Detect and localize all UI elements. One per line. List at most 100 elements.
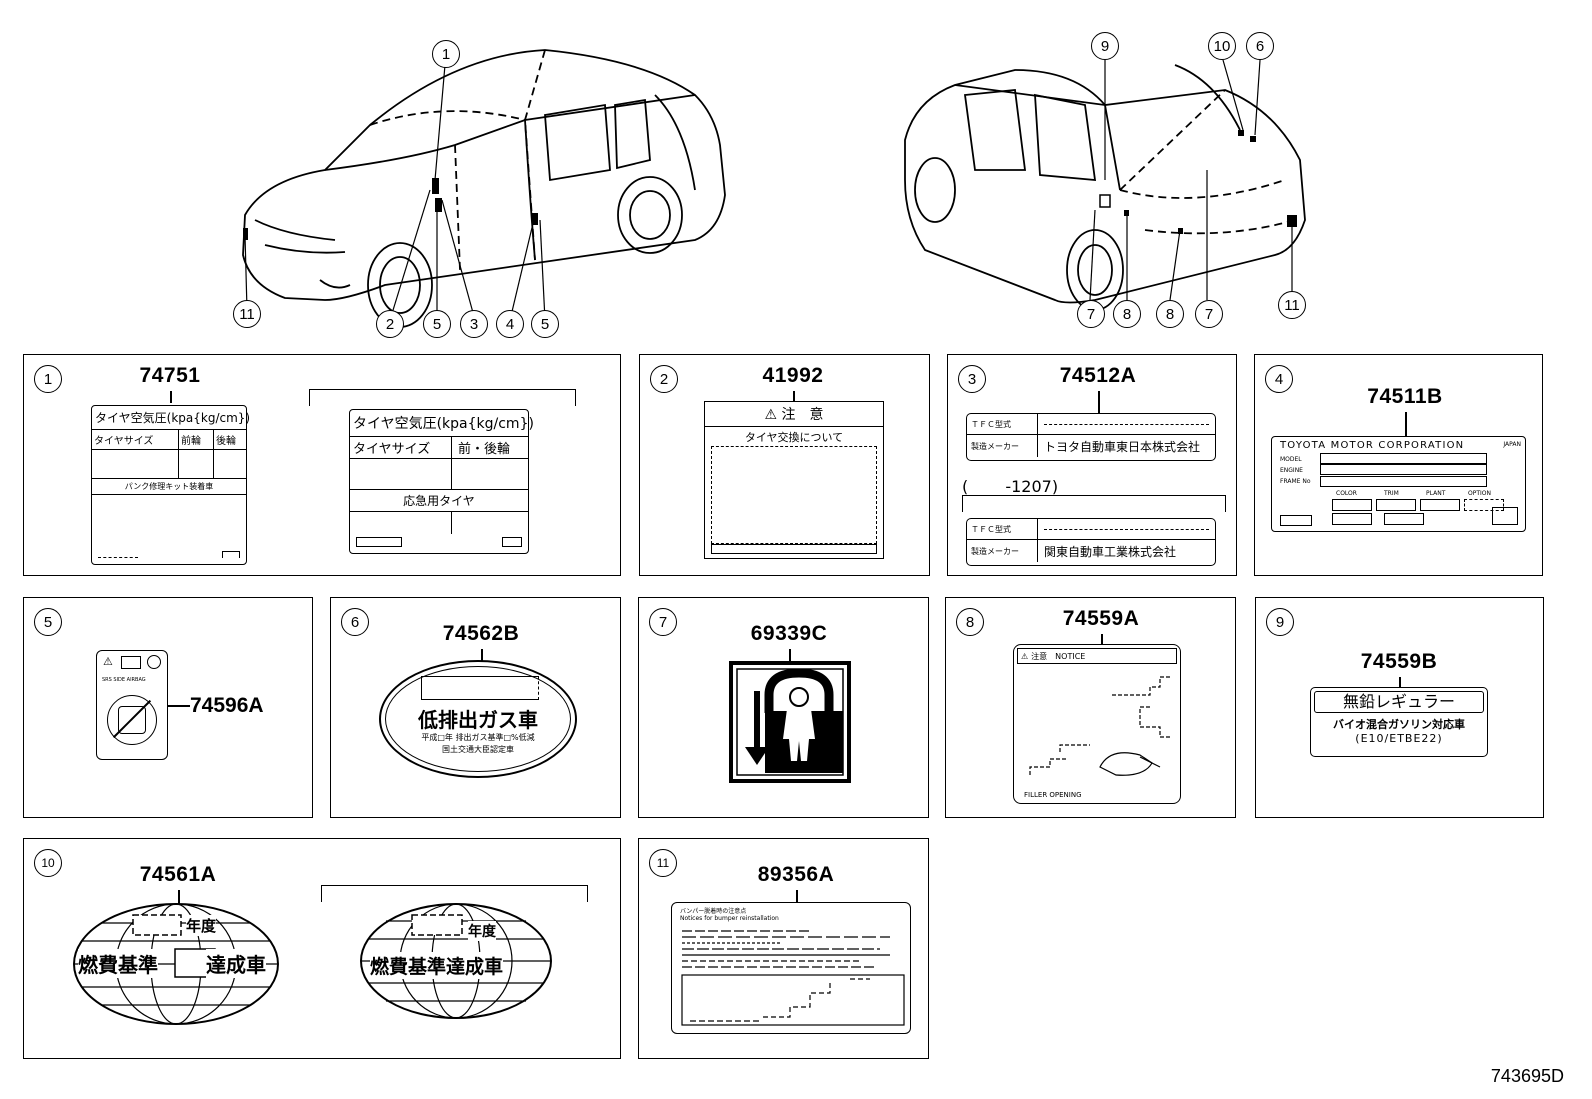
company-name: TOYOTA MOTOR CORPORATION [1280,440,1465,451]
callout-2: 2 [376,310,404,338]
callout-11: 11 [1278,291,1306,319]
maker-name: 関東自動車工業株式会社 [1044,544,1177,559]
tfc-label-b: ＴＦＣ型式 製造メーカー 関東自動車工業株式会社 [966,518,1216,566]
row-model: MODEL [1280,456,1302,463]
country: JAPAN [1503,441,1521,448]
fuel-economy-emblem-a [73,903,279,1025]
callout-10: 10 [1208,32,1236,60]
panel-number: 10 [34,849,62,877]
part-number: 74559A [1062,607,1140,630]
caution-header: ⚠ 注 意 [705,402,883,427]
row-frame: FRAME No [1280,478,1311,485]
spare-tire-row: 応急用タイヤ [350,490,528,512]
panel-number: 6 [341,608,369,636]
part-number: 74559B [1360,650,1438,673]
col-trim: TRIM [1384,490,1399,497]
low-emission-label: 低排出ガス車 平成□年 排出ガス基準□%低減 国土交通大臣認定車 [379,660,577,778]
unleaded-fuel-label: 無鉛レギュラー バイオ混合ガソリン対応車 (E10/ETBE22) [1310,687,1488,757]
panel-10: 10 74561A 年度 燃費基準 達成車 年度 燃費基準達成車 [23,838,621,1059]
panel-2: 2 41992 ⚠ 注 意 タイヤ交換について [639,354,930,576]
emblem-right-text: 達成車 [206,949,266,978]
srs-airbag-label: ⚠ SRS SIDE AIRBAG [96,650,168,760]
callout-11: 11 [233,300,261,328]
warning-icon: ⚠ [1021,651,1029,661]
part-number: 69339C [750,622,828,645]
fuel-notice-label: ⚠ 注意 NOTICE FILLER OPENING [1013,644,1181,804]
row-engine: ENGINE [1280,467,1303,474]
year-text: 年度 [186,915,217,936]
label-line3: 国土交通大臣認定車 [442,745,514,754]
callout-8: 8 [1113,300,1141,328]
notice-header: 注意 NOTICE [1031,651,1086,661]
callout-5: 5 [531,310,559,338]
callout-8: 8 [1156,300,1184,328]
panel-number: 4 [1265,365,1293,393]
callout-6: 6 [1246,32,1274,60]
label-title: タイヤ空気圧(kpa{kg/cm}) [350,410,534,437]
car-front-illustration [242,49,726,328]
repair-kit-row: パンク修理キット装着車 [92,479,246,495]
circle-icon [147,655,161,669]
tire-pressure-label-a: タイヤ空気圧(kpa{kg/cm}) タイヤサイズ 前輪 後輪 パンク修理キット… [91,405,250,565]
panel-number: 2 [650,365,678,393]
panel-number: 1 [34,365,62,393]
col-plant: PLANT [1426,490,1446,497]
maker: 製造メーカー [967,540,1038,562]
part-number: 74751 [139,364,201,387]
callout-7: 7 [1077,300,1105,328]
bumper-notice-label: バンパー脱着時の注意点 Notices for bumper reinstall… [671,902,911,1034]
maker: 製造メーカー [967,435,1038,457]
callout-4: 4 [496,310,524,338]
document-id: 743695D [1490,1066,1564,1086]
tire-change-caution-label: ⚠ 注 意 タイヤ交換について [704,401,884,559]
book-icon [121,656,141,669]
tire-pressure-label-b: タイヤ空気圧(kpa{kg/cm}) タイヤサイズ 前・後輪 応急用タイヤ [349,409,534,554]
filler-opening: FILLER OPENING [1024,791,1082,799]
car-rear-illustration [904,59,1306,311]
part-number: 89356A [757,863,835,886]
label-line2: 平成□年 排出ガス基準□%低減 [421,733,535,742]
part-number: 74561A [139,863,217,886]
panel-8: 8 74559A ⚠ 注意 NOTICE FILLER OPENING [945,597,1236,818]
no-child-seat-icon [107,695,157,745]
bio-fuel-text: バイオ混合ガソリン対応車 [1333,718,1465,731]
part-number: 41992 [762,364,824,387]
label-subtitle: タイヤ交換について [744,431,844,444]
emblem-left-text: 燃費基準 [78,949,158,978]
panel-7: 7 69339C [638,597,929,818]
col-front-rear: 前・後輪 [458,442,511,457]
panel-number: 3 [958,365,986,393]
date-range: ( -1207) [962,477,1059,496]
part-number: 74596A [190,694,264,717]
panel-9: 9 74559B 無鉛レギュラー バイオ混合ガソリン対応車 (E10/ETBE2… [1255,597,1544,818]
label-line1: バンパー脱着時の注意点 [680,908,747,915]
panel-number: 8 [956,608,984,636]
fuel-type: 無鉛レギュラー [1314,691,1484,713]
emblem-main-text: 燃費基準達成車 [370,952,504,979]
callout-5: 5 [423,310,451,338]
col-size: タイヤサイズ [92,430,179,449]
child-lock-icon [729,661,851,783]
panel-number: 7 [649,608,677,636]
maker-name: トヨタ自動車東日本株式会社 [1044,439,1201,454]
col-color: COLOR [1336,490,1357,497]
callout-9: 9 [1091,32,1119,60]
year-text: 年度 [468,921,496,941]
label-main: 低排出ガス車 [418,708,538,732]
panel-6: 6 74562B 低排出ガス車 平成□年 排出ガス基準□%低減 国土交通大臣認定… [330,597,621,818]
panel-1: 1 74751 タイヤ空気圧(kpa{kg/cm}) タイヤサイズ 前輪 後輪 … [23,354,621,576]
panel-number: 5 [34,608,62,636]
callout-1: 1 [432,40,460,68]
col-option: OPTION [1468,490,1491,497]
callout-3: 3 [460,310,488,338]
panel-number: 11 [649,849,677,877]
tfc-type: ＴＦＣ型式 [967,519,1038,539]
col-size: タイヤサイズ [350,437,452,458]
panel-11: 11 89356A バンパー脱着時の注意点 Notices for bumper… [638,838,929,1059]
callout-7: 7 [1195,300,1223,328]
srs-text: SRS SIDE AIRBAG [102,677,146,683]
tfc-type: ＴＦＣ型式 [967,414,1038,434]
vin-plate-label: TOYOTA MOTOR CORPORATION JAPAN MODEL ENG… [1271,436,1526,532]
tfc-label-a: ＴＦＣ型式 製造メーカー トヨタ自動車東日本株式会社 [966,413,1216,461]
part-number: 74562B [442,622,520,645]
